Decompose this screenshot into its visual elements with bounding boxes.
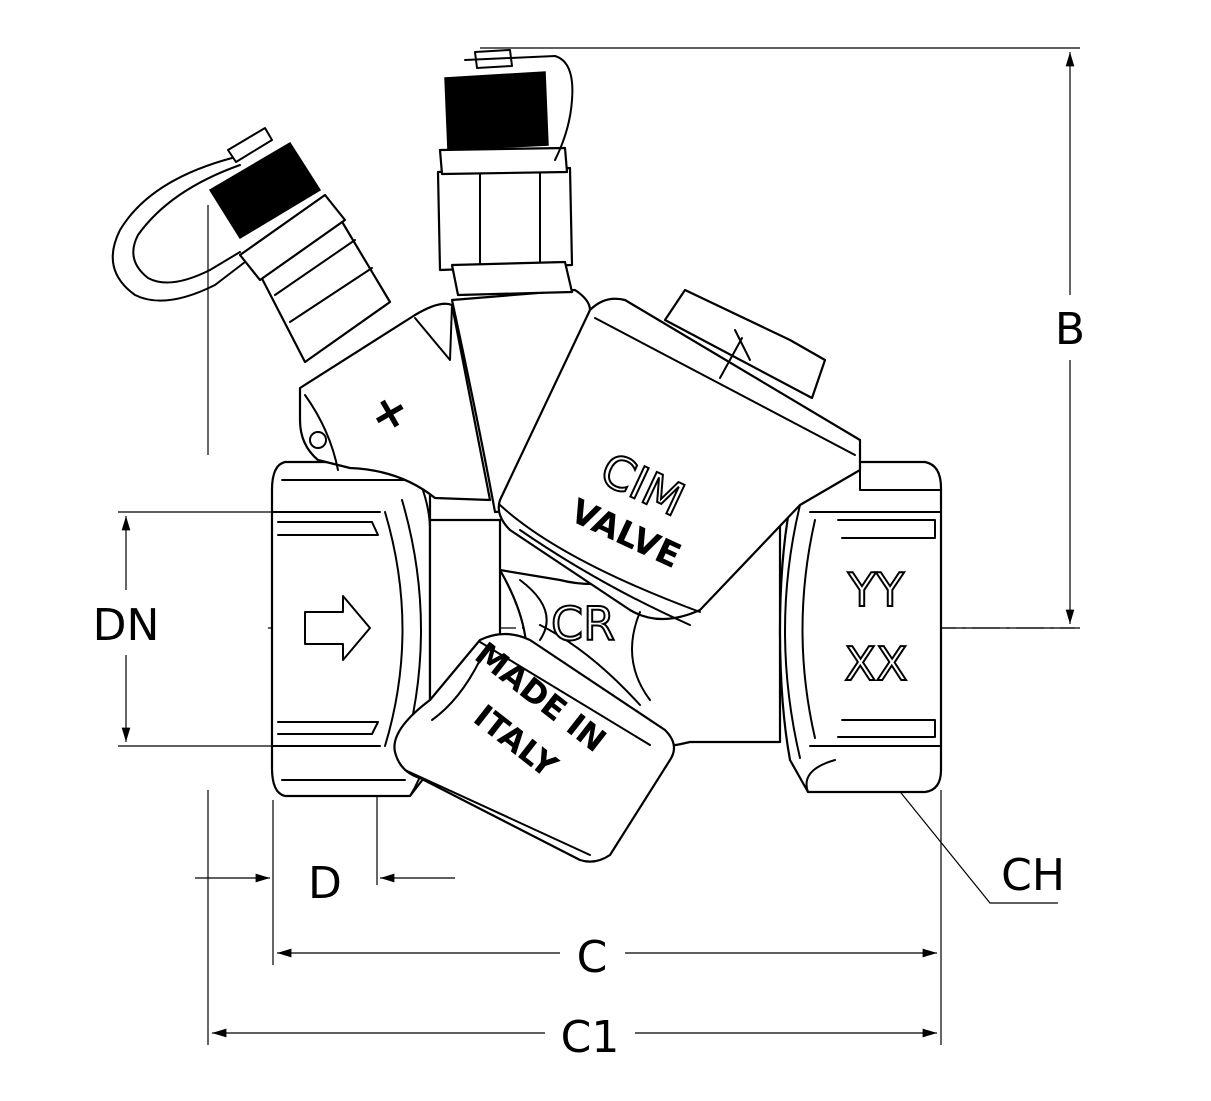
dim-label-c: C — [577, 932, 608, 983]
dim-label-c1: C1 — [561, 1012, 620, 1063]
dim-label-b: B — [1055, 304, 1085, 355]
cap-left-icon — [208, 141, 322, 240]
dim-label-dn: DN — [93, 600, 160, 651]
test-point-left — [111, 127, 392, 364]
logo-mark: CR — [551, 597, 615, 651]
dim-label-d: D — [308, 858, 342, 909]
valve-body — [270, 288, 943, 863]
dimension-labels: B DN D C C1 CH — [93, 304, 1085, 1063]
flow-arrow-icon — [304, 595, 371, 661]
test-point-center — [436, 49, 574, 297]
code-top: YY — [847, 563, 905, 617]
dim-label-ch: CH — [1001, 850, 1065, 901]
cap-center-icon — [444, 71, 549, 151]
code-bottom: XX — [844, 637, 907, 691]
